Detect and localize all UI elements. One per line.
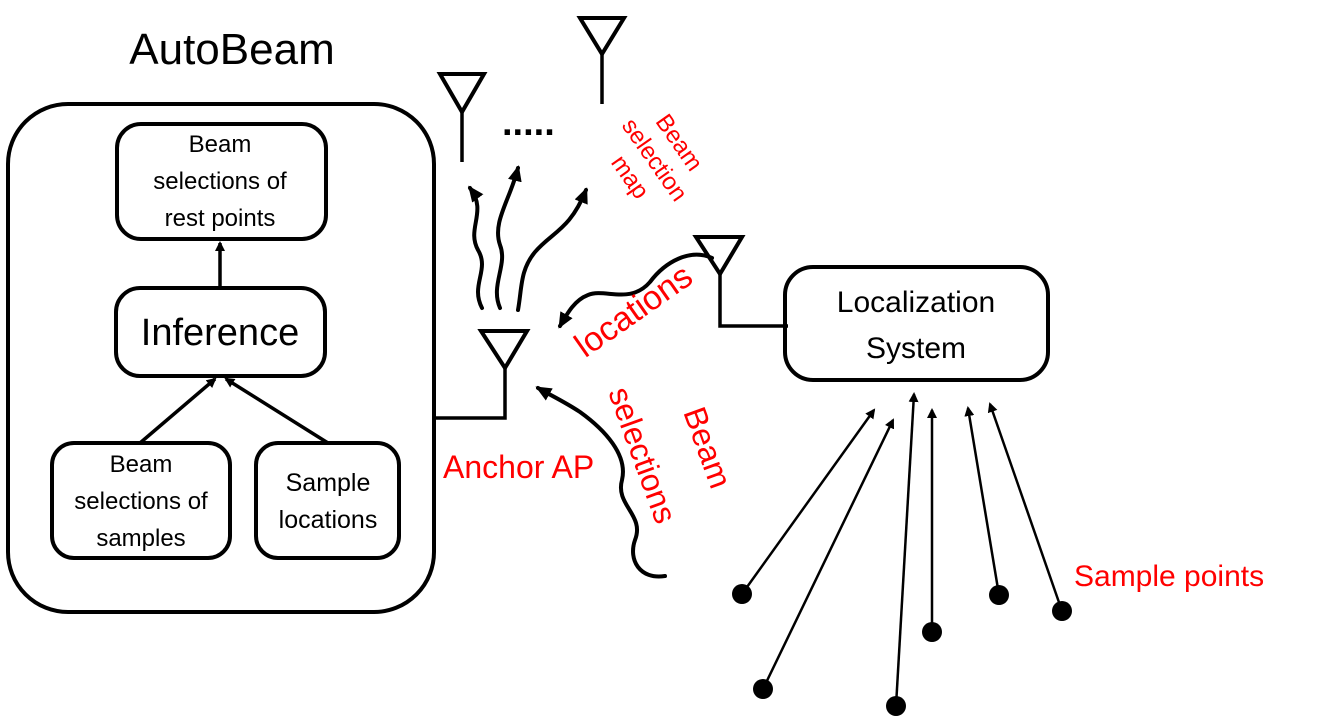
beam-selections-label: Beam selections <box>601 382 738 528</box>
wave-arrow-1 <box>468 185 484 310</box>
locations-label: locations <box>568 257 700 365</box>
dot-icon <box>886 696 906 716</box>
sample-points <box>732 584 1072 716</box>
dot-icon <box>989 585 1009 605</box>
locations-wave-arrow <box>558 252 714 329</box>
sample-arrow <box>964 406 1001 596</box>
beam-selections-line2: selections <box>601 382 683 528</box>
title: AutoBeam <box>129 25 334 74</box>
wave-arrow-3 <box>516 187 588 312</box>
dot-icon <box>732 584 752 604</box>
arrow-samples-to-inference <box>138 377 217 445</box>
sample-points-label: Sample points <box>1074 560 1264 593</box>
beam-rest-line3: rest points <box>165 205 276 232</box>
inference-label: Inference <box>141 312 299 354</box>
dot-icon <box>922 622 942 642</box>
anchor-ap-label: Anchor AP <box>443 449 594 485</box>
antenna-icon <box>436 72 488 162</box>
beam-samples-line3: samples <box>96 525 185 552</box>
arrow-locations-to-inference <box>224 377 329 445</box>
antenna-ellipsis: ..... <box>502 102 555 144</box>
beam-selections-line1: Beam <box>676 402 738 493</box>
dot-icon <box>1052 601 1072 621</box>
localization-system-box: Localization System <box>783 265 1050 382</box>
beam-rest-points-box: Beam selections of rest points <box>115 122 328 241</box>
beam-samples-line2: selections of <box>74 488 208 515</box>
beam-selections-wave-arrow <box>535 386 667 579</box>
sample-locations-box: Sample locations <box>254 441 401 560</box>
sample-arrow <box>894 392 919 707</box>
localization-line1: Localization <box>837 286 995 319</box>
inference-box: Inference <box>114 286 327 378</box>
sample-locations-line1: Sample <box>286 469 371 497</box>
beam-samples-line1: Beam <box>110 451 173 478</box>
localization-line2: System <box>866 332 966 365</box>
anchor-antenna-icon <box>477 329 531 372</box>
anchor-ap-connector <box>434 367 507 420</box>
sample-arrow <box>761 418 895 690</box>
sample-arrow <box>987 402 1064 612</box>
sample-point-arrows <box>740 392 1064 707</box>
dot-icon <box>753 679 773 699</box>
beam-rest-line2: selections of <box>153 168 287 195</box>
sample-arrow <box>740 408 876 595</box>
beam-samples-box: Beam selections of samples <box>50 441 232 560</box>
beam-rest-line1: Beam <box>189 131 252 158</box>
sample-locations-line2: locations <box>279 506 378 534</box>
antenna-icon <box>576 16 628 104</box>
autobeam-container <box>6 102 436 614</box>
localization-antenna-icon <box>692 235 788 328</box>
wave-arrow-2 <box>494 165 522 310</box>
beam-selection-map-label: Beam selection map <box>605 109 708 206</box>
